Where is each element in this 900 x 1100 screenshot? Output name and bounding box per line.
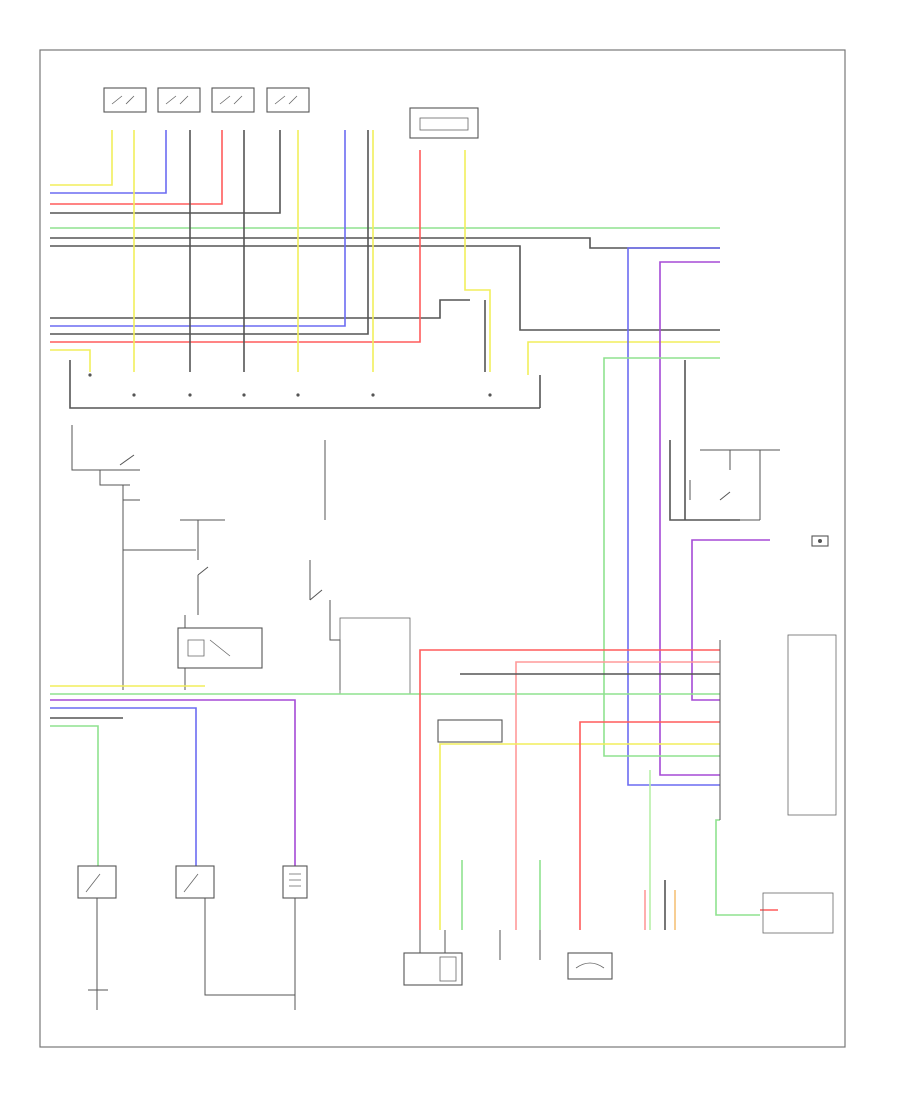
ground-row (88, 373, 492, 397)
switch-icon (103, 87, 147, 113)
bottom-left-sensors (77, 865, 308, 1010)
sensor-icon (77, 865, 117, 899)
right-terminal-block (719, 634, 837, 820)
module-icon (409, 107, 479, 139)
switch-icon (266, 87, 310, 113)
switch-icon (157, 87, 201, 113)
switch-icon (211, 87, 255, 113)
center-lower-wires (419, 649, 720, 930)
left-middle-circuit (71, 425, 411, 695)
diagram-frame (39, 49, 846, 1048)
sensor-icon (403, 952, 463, 986)
top-bus-wires (50, 130, 720, 331)
left-lower-bus (50, 685, 720, 870)
sensor-icon (567, 952, 613, 980)
sensor-icon (175, 865, 215, 899)
right-vertical-wires (603, 247, 770, 786)
relay-icon (437, 719, 503, 743)
right-lower-wires (644, 770, 834, 934)
sensor-icon (282, 865, 308, 899)
right-relay-area (689, 449, 829, 547)
top-switch-row (103, 87, 479, 139)
switch-drop-wires (69, 130, 720, 409)
bottom-center-sensors (403, 930, 613, 986)
middle-bus-wires (50, 130, 491, 372)
